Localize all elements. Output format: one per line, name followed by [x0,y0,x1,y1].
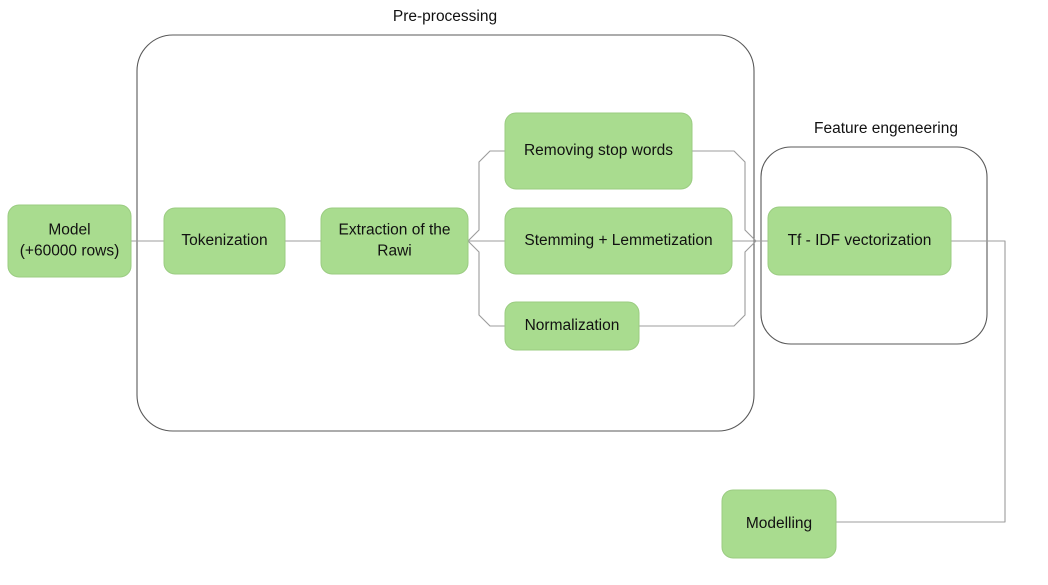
normalization-node[interactable]: Normalization [504,301,640,351]
group-label-feature-engeneering: Feature engeneering [814,120,958,137]
normalization-node-shape[interactable] [504,301,640,351]
removing-stop-words-node-label: Removing stop words [524,142,673,159]
extraction-of-the-rawi-node-shape[interactable] [320,207,469,275]
modelling-node-shape[interactable] [721,489,837,559]
removing-stop-words-node[interactable]: Removing stop words [504,112,693,190]
stemming-lemmetization-node-label-line: Stemming + Lemmetization [524,232,712,249]
connector-layer [131,150,1006,523]
group-container-feature-engeneering [760,146,988,345]
modelling-node[interactable]: Modelling [721,489,837,559]
tf-idf-vectorization-node-label-line: Tf - IDF vectorization [788,232,932,249]
tf-idf-vectorization-node-label: Tf - IDF vectorization [788,232,932,249]
removing-stop-words-node-shape[interactable] [504,112,693,190]
model-node[interactable]: Model (+60000 rows) [7,204,132,278]
tf-idf-vectorization-node[interactable]: Tf - IDF vectorization [767,206,952,276]
extraction-of-the-rawi-node-label-line: Rawi [377,243,411,260]
modelling-node-label-line: Modelling [746,515,812,532]
tokenization-node-label-line: Tokenization [181,232,267,249]
connector-tf-idf-to-modelling [836,240,1006,523]
group-container-pre-processing [136,34,755,432]
stemming-lemmetization-node[interactable]: Stemming + Lemmetization [504,207,733,275]
tf-idf-vectorization-node-shape[interactable] [767,206,952,276]
connector-extraction-to-removing-stop-words [467,150,505,242]
tokenization-node-shape[interactable] [163,207,286,275]
normalization-node-label: Normalization [525,317,620,334]
normalization-node-label-line: Normalization [525,317,620,334]
model-node-label-line: Model [48,222,90,239]
modelling-node-label: Modelling [746,515,812,532]
extraction-of-the-rawi-node-label-line: Extraction of the [338,222,450,239]
stemming-lemmetization-node-label: Stemming + Lemmetization [524,232,712,249]
tokenization-node-label: Tokenization [181,232,267,249]
group-container-layer [136,34,988,432]
model-node-label: Model (+60000 rows) [20,222,120,260]
stemming-lemmetization-node-shape[interactable] [504,207,733,275]
removing-stop-words-node-label-line: Removing stop words [524,142,673,159]
connector-normalization-to-tf-idf [639,240,768,327]
tokenization-node[interactable]: Tokenization [163,207,286,275]
model-node-shape[interactable] [7,204,132,278]
group-label-pre-processing: Pre-processing [393,8,497,25]
node-layer: Model (+60000 rows) Tokenization Extraction… [7,112,952,559]
model-node-label-line: (+60000 rows) [20,243,120,260]
connector-extraction-to-normalization [467,240,505,327]
